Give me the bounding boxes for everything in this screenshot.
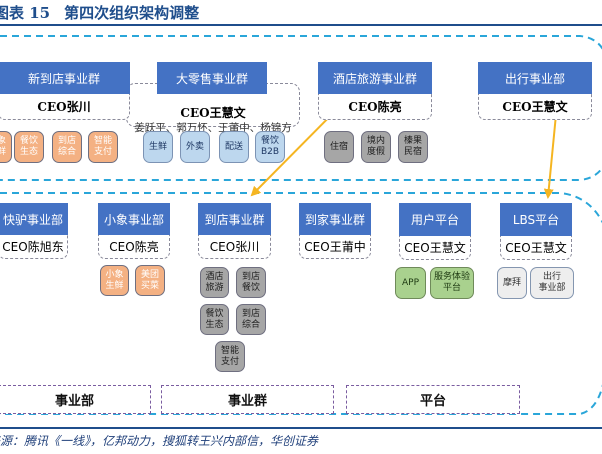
unit-name: 新到店事业群	[0, 62, 130, 94]
unit-card-user-platform: 用户平台 CEO王慧文	[399, 203, 471, 260]
sub-unit-chip: APP	[395, 267, 426, 299]
unit-name: 小象事业部	[98, 203, 170, 235]
unit-name: 酒店旅游事业群	[318, 62, 432, 94]
unit-ceo: CEO王慧文	[180, 106, 246, 120]
sub-unit-chip: 到店 餐饮	[236, 267, 266, 298]
source-rule	[0, 427, 602, 429]
unit-name: 到家事业群	[299, 203, 371, 235]
sub-unit-chip: 小象 生鲜	[100, 265, 129, 296]
unit-ceo: CEO王慧文	[478, 94, 592, 120]
sub-unit-chip: 出行 事业部	[530, 267, 574, 299]
sub-unit-chip: 服务体验 平台	[430, 267, 474, 299]
source-note: 来源：腾讯《一线》，亿邦动力，搜狐转王兴内部信，华创证券	[0, 434, 319, 448]
sub-unit-chip: 配送	[219, 131, 249, 163]
unit-name: 出行事业部	[478, 62, 592, 94]
unit-ceo: CEO王慧文	[500, 236, 572, 260]
sub-unit-chip: 到店 综合	[236, 304, 266, 335]
unit-ceo: CEO陈亮	[98, 235, 170, 259]
sub-unit-chip: 餐饮 生态	[200, 304, 229, 335]
unit-name: 大零售事业群	[157, 62, 267, 94]
unit-ceo: CEO张川	[198, 235, 271, 259]
category-label-platform: 平台	[346, 385, 520, 414]
sub-unit-chip: 到店 综合	[52, 131, 82, 163]
unit-name: 快驴事业部	[0, 203, 68, 235]
unit-name: LBS平台	[500, 203, 572, 236]
unit-card-retail: 大零售事业群	[157, 62, 267, 94]
category-label-group: 事业群	[161, 385, 334, 414]
sub-unit-chip: 境内 度假	[361, 131, 391, 163]
unit-name: 用户平台	[399, 203, 471, 236]
unit-card-hotel-travel: 酒店旅游事业群 CEO陈亮	[318, 62, 432, 120]
unit-name: 到店事业群	[198, 203, 271, 235]
unit-card-tohome: 到家事业群 CEO王莆中	[299, 203, 371, 259]
unit-card-instore: 到店事业群 CEO张川	[198, 203, 271, 259]
category-label-division: 事业部	[0, 385, 151, 414]
sub-unit-chip: 餐饮 生态	[14, 131, 44, 163]
sub-unit-chip: 生鲜	[143, 131, 173, 163]
unit-ceo: CEO陈亮	[318, 94, 432, 120]
figure-title-text: 第四次组织架构调整	[64, 4, 200, 22]
sub-unit-chip: 摩拜	[497, 267, 527, 299]
sub-unit-chip: 智能 支付	[215, 341, 245, 372]
figure-title: 图表 15 第四次组织架构调整	[0, 2, 199, 24]
unit-card-kuailv: 快驴事业部 CEO陈旭东	[0, 203, 68, 259]
unit-ceo: CEO陈旭东	[0, 235, 68, 259]
sub-unit-chip: 小象 生鲜	[0, 131, 12, 163]
figure-number: 图表 15	[0, 4, 51, 22]
sub-unit-chip: 榛果 民宿	[398, 131, 428, 163]
title-rule	[0, 24, 602, 26]
sub-unit-chip: 美团 买菜	[135, 265, 165, 296]
unit-card-travel: 出行事业部 CEO王慧文	[478, 62, 592, 120]
sub-unit-chip: 住宿	[324, 131, 354, 163]
sub-unit-chip: 智能 支付	[88, 131, 118, 163]
unit-card-lbs-platform: LBS平台 CEO王慧文	[500, 203, 572, 260]
unit-ceo: CEO王莆中	[299, 235, 371, 259]
sub-unit-chip: 外卖	[180, 131, 210, 163]
unit-card-new-instore: 新到店事业群 CEO张川	[0, 62, 130, 120]
unit-card-xiaoxiang: 小象事业部 CEO陈亮	[98, 203, 170, 259]
sub-unit-chip: 酒店 旅游	[200, 267, 229, 298]
sub-unit-chip: 餐饮 B2B	[255, 131, 285, 163]
unit-ceo: CEO王慧文	[399, 236, 471, 260]
unit-ceo: CEO张川	[0, 94, 130, 120]
